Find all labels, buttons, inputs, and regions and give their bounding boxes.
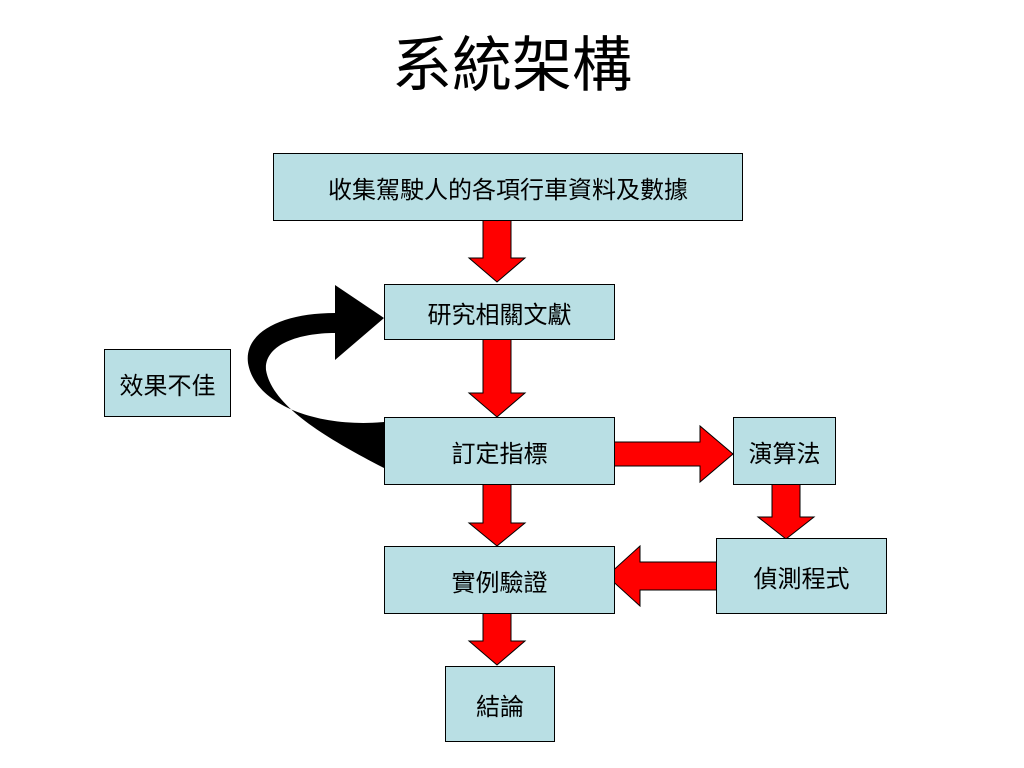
arrow-define-to-verify — [467, 477, 527, 547]
arrow-research-to-define — [467, 332, 527, 418]
node-detection-program: 偵測程式 — [716, 538, 887, 614]
arrow-define-to-algorithm — [605, 424, 734, 484]
node-poor-result: 效果不佳 — [104, 349, 231, 417]
node-collect-data: 收集駕駛人的各項行車資料及數據 — [273, 153, 743, 221]
arrow-collect-to-research — [467, 212, 527, 283]
arrow-verify-to-conclude — [467, 604, 527, 666]
node-define-indicators: 訂定指標 — [384, 417, 615, 485]
node-case-verification: 實例驗證 — [384, 546, 615, 614]
slide-title: 系統架構 — [392, 31, 632, 101]
loop-arrow-define-to-research — [247, 285, 384, 468]
node-research-literature: 研究相關文獻 — [384, 284, 615, 340]
node-algorithm: 演算法 — [733, 417, 836, 485]
arrow-algorithm-to-detection — [756, 477, 816, 540]
node-conclusion: 結論 — [445, 666, 555, 742]
